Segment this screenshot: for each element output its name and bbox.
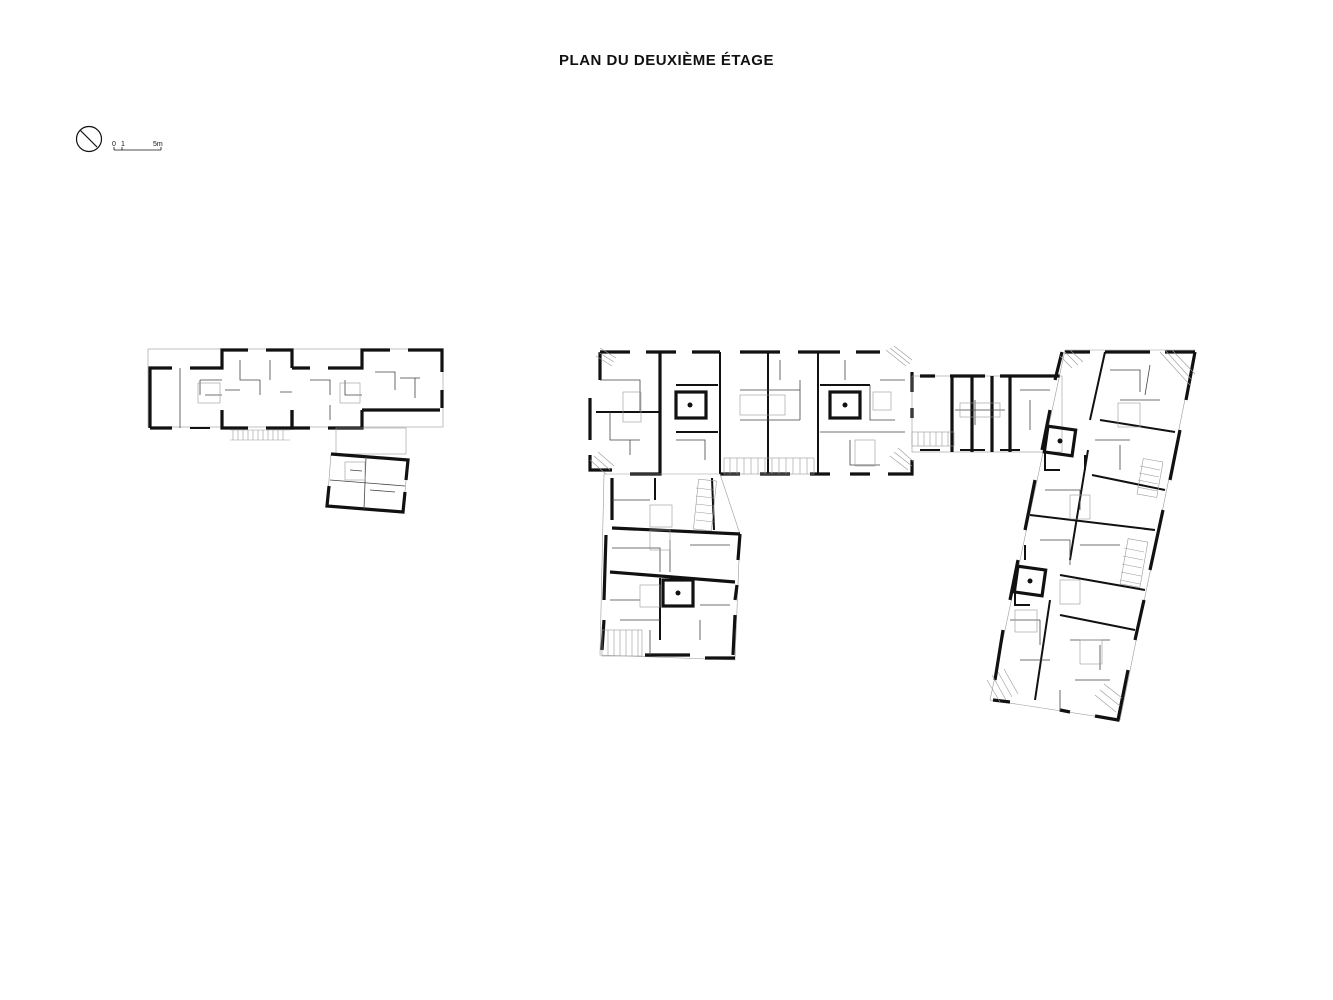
west-annex: [325, 452, 410, 514]
scale-label-0: 0: [112, 141, 116, 148]
scale-bar: 0 1 5m: [112, 141, 163, 151]
west-block: [147, 348, 444, 455]
east-block: [986, 349, 1197, 722]
central-wing: [599, 473, 742, 661]
scale-label-5: 5m: [153, 141, 163, 148]
north-arrow-icon: [75, 125, 103, 153]
central-block: [588, 345, 915, 476]
page-title: PLAN DU DEUXIÈME ÉTAGE: [559, 52, 774, 69]
scale-label-1: 1: [121, 141, 125, 148]
link-bridge: [911, 374, 1063, 453]
